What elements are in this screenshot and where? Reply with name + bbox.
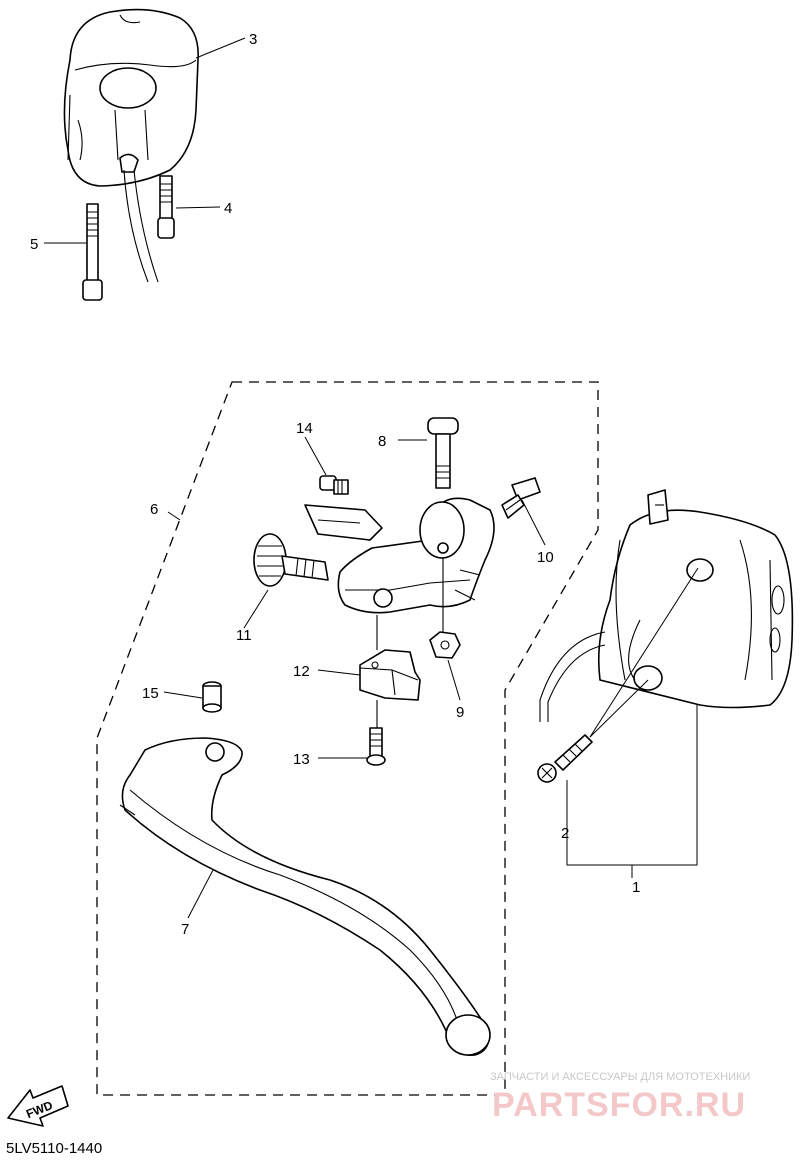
- callout-15: 15: [142, 685, 159, 702]
- callout-10: 10: [537, 549, 554, 566]
- watermark: ЗАПЧАСТИ И АКСЕССУАРЫ ДЛЯ МОТОТЕХНИКИ PA…: [490, 1071, 750, 1124]
- screw-part-2: [537, 734, 593, 783]
- callout-13: 13: [293, 751, 310, 768]
- screw-part-4: [157, 175, 175, 239]
- screw-part-13: [366, 727, 386, 766]
- screw-part-5: [82, 203, 103, 301]
- switch-housing-upper: [63, 8, 199, 187]
- lever-part-7: [119, 737, 491, 1057]
- switch-part-12: [359, 649, 421, 701]
- lever-bracket: [304, 497, 495, 614]
- callout-9: 9: [456, 704, 464, 721]
- callout-7: 7: [181, 921, 189, 938]
- callout-2: 2: [561, 825, 569, 842]
- bolt-part-8: [427, 417, 459, 489]
- callout-8: 8: [378, 433, 386, 450]
- diagram-code: 5LV5110-1440: [6, 1140, 103, 1157]
- watermark-tagline: ЗАПЧАСТИ И АКСЕССУАРЫ ДЛЯ МОТОТЕХНИКИ: [490, 1071, 750, 1083]
- callout-14: 14: [296, 420, 313, 437]
- callout-5: 5: [30, 236, 38, 253]
- wire-upper: [123, 169, 159, 283]
- switch-housing-lower: [598, 489, 794, 709]
- collar-part-15: [202, 681, 222, 713]
- fwd-arrow-icon: FWD: [7, 1085, 69, 1127]
- assembly-boundary: [96, 381, 599, 1096]
- callout-11: 11: [236, 627, 252, 644]
- callout-3: 3: [249, 31, 257, 48]
- adjuster-part-11: [253, 533, 329, 587]
- callout-4: 4: [224, 200, 232, 217]
- watermark-brand: PARTSFOR.RU: [492, 1086, 746, 1124]
- callout-1: 1: [632, 879, 640, 896]
- callout-12: 12: [293, 663, 310, 680]
- bolt-part-10: [501, 477, 541, 519]
- callout-6: 6: [150, 501, 158, 518]
- screw-part-14: [319, 475, 349, 495]
- wire-lower: [539, 631, 606, 722]
- nut-part-9: [429, 631, 461, 659]
